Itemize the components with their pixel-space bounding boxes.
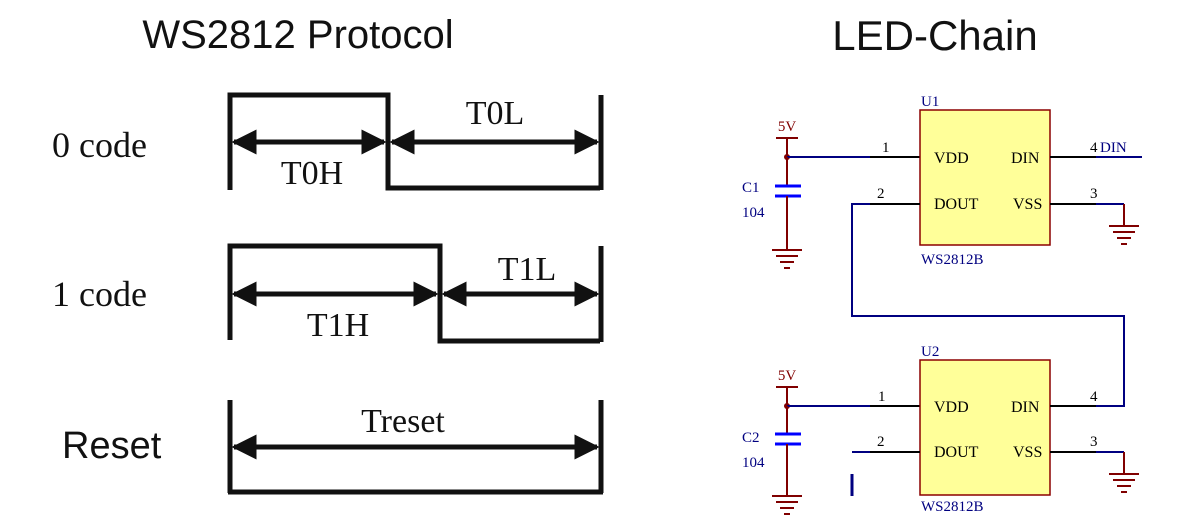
t0h-label: T0H [281,155,343,192]
u2-cap-ref: C2 [742,430,760,446]
u2-pin-din: DIN [1011,399,1040,416]
t0l-label: T0L [466,95,525,132]
treset-label: Treset [361,403,445,440]
u2-part: WS2812B [921,499,984,515]
dout-to-din-wire [851,203,1125,407]
chain-title: LED-Chain [832,12,1037,59]
u1-pin-dout: DOUT [934,196,979,213]
u2-ref: U2 [921,344,939,360]
u1-pin1-num: 1 [882,140,890,156]
u2-pin1-num: 1 [878,389,886,405]
u1-pin3-num: 3 [1090,186,1098,202]
one-code-label: 1 code [52,274,147,314]
u1-cap-value: 104 [742,205,765,221]
u1-pin4-num: 4 [1090,140,1098,156]
u2-block: 5V 1 C2 104 U2 WS2812B VDD DIN DOUT VSS … [742,344,1139,515]
u2-cap-value: 104 [742,455,765,471]
u2-ic-body [919,359,1051,496]
u2-pin-vdd: VDD [934,399,969,416]
u1-block: 5V 1 C1 104 U1 WS2812B VDD DIN DOUT VSS … [742,94,1142,269]
u1-part: WS2812B [921,252,984,268]
one-code-waveform [227,243,600,344]
u1-din-net-label: DIN [1100,140,1127,156]
protocol-title: WS2812 Protocol [142,13,453,57]
u2-pin4-num: 4 [1090,389,1098,405]
u1-supply-label: 5V [778,119,797,135]
u1-cap-ref: C1 [742,180,760,196]
u2-supply-label: 5V [778,368,797,384]
u2-pin-dout: DOUT [934,444,979,461]
u1-pin-din: DIN [1011,150,1040,167]
u1-pin2-num: 2 [877,186,885,202]
zero-code-waveform [227,92,600,191]
u1-pin-vss: VSS [1013,196,1042,213]
u1-pin-vdd: VDD [934,150,969,167]
u1-ic-body [919,109,1051,246]
u2-pin-vss: VSS [1013,444,1042,461]
u1-ref: U1 [921,94,939,110]
u2-pin2-num: 2 [877,434,885,450]
reset-label: Reset [62,425,162,467]
t1l-label: T1L [498,251,557,288]
t1h-label: T1H [307,307,369,344]
u2-pin3-num: 3 [1090,434,1098,450]
zero-code-label: 0 code [52,125,147,165]
